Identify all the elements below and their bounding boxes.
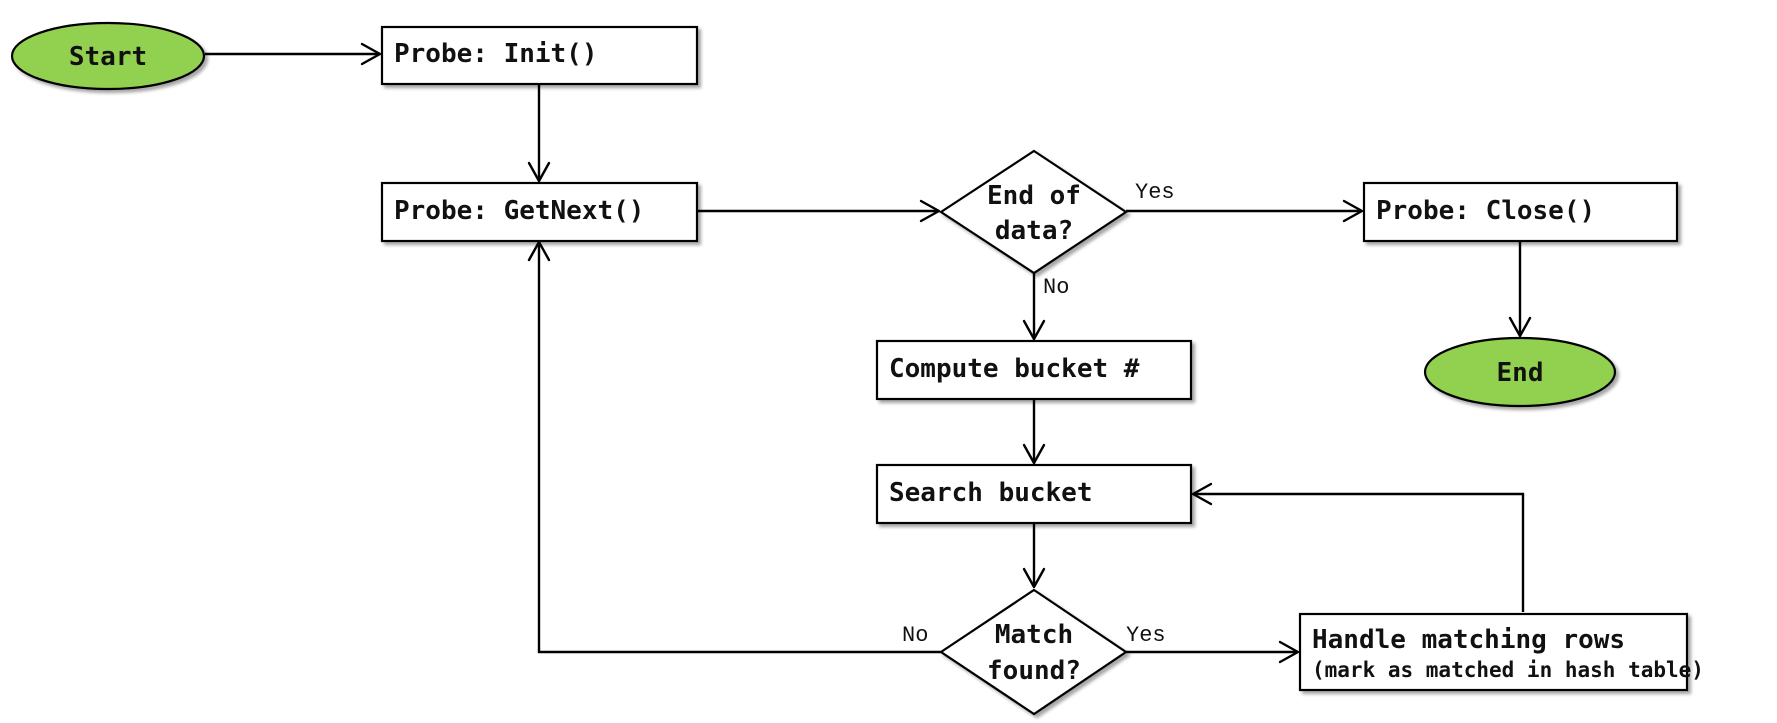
- start-label: Start: [69, 42, 147, 72]
- probe-getnext-label: Probe: GetNext(): [394, 196, 644, 226]
- compute-bucket-box: Compute bucket #: [875, 339, 1193, 401]
- search-bucket-box: Search bucket: [875, 463, 1193, 525]
- edge-match-found-no-to-getnext: [527, 240, 941, 654]
- compute-bucket-label: Compute bucket #: [889, 354, 1140, 384]
- handle-matching-label: Handle matching rows: [1312, 625, 1625, 655]
- edge-handle-to-search-loop: [1191, 482, 1525, 612]
- edge-label-end-of-data-no: No: [1043, 275, 1069, 300]
- search-bucket-label: Search bucket: [889, 478, 1093, 508]
- edge-getnext-to-end-of-data: [697, 199, 941, 223]
- handle-matching-note: (mark as matched in hash table): [1312, 658, 1704, 682]
- start-terminal: Start: [10, 21, 206, 91]
- probe-close-label: Probe: Close(): [1376, 196, 1595, 226]
- probe-init-label: Probe: Init(): [394, 39, 598, 69]
- edge-end-of-data-no-to-compute: [1022, 273, 1046, 341]
- end-terminal-shape: [1423, 336, 1617, 408]
- edge-label-end-of-data-yes: Yes: [1135, 180, 1175, 205]
- end-of-data-label-line1: End of: [987, 181, 1081, 211]
- probe-getnext-box: Probe: GetNext(): [380, 181, 699, 243]
- end-of-data-label-line2: data?: [995, 216, 1073, 246]
- match-found-label-line2: found?: [987, 656, 1081, 686]
- start-terminal-shape: [10, 21, 206, 91]
- probe-init-box: Probe: Init(): [380, 25, 699, 86]
- edge-close-to-end: [1508, 242, 1532, 338]
- end-label: End: [1497, 358, 1544, 388]
- edge-label-match-found-yes: Yes: [1126, 623, 1166, 648]
- end-terminal: End: [1423, 336, 1617, 408]
- edge-init-to-getnext: [527, 84, 551, 183]
- edge-search-to-match-found: [1022, 523, 1046, 589]
- end-of-data-decision: End of data?: [938, 149, 1128, 275]
- handle-matching-box: Handle matching rows (mark as matched in…: [1298, 612, 1704, 692]
- edge-label-match-found-no: No: [902, 623, 928, 648]
- probe-close-box: Probe: Close(): [1362, 181, 1679, 243]
- edge-match-found-yes-to-handle: [1126, 640, 1300, 664]
- match-found-decision: Match found?: [939, 588, 1128, 716]
- edge-start-to-init: [205, 42, 382, 66]
- match-found-label-line1: Match: [995, 620, 1073, 650]
- edge-end-of-data-yes-to-close: [1126, 199, 1364, 223]
- edge-compute-to-search: [1022, 399, 1046, 465]
